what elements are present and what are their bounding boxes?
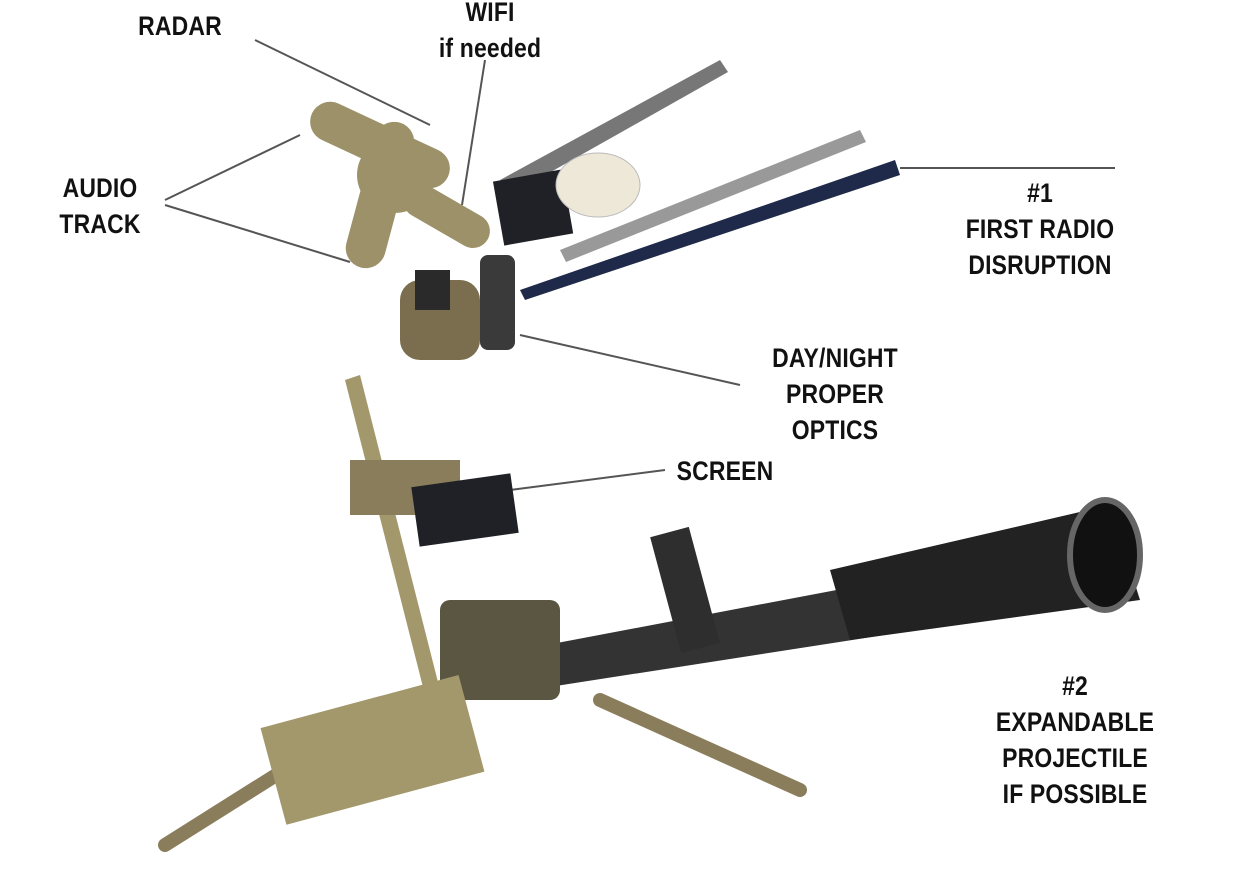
tripod xyxy=(158,693,807,852)
label-audio-track: AUDIO TRACK xyxy=(53,170,147,242)
optics-line3: OPTICS xyxy=(791,415,879,445)
optics-head xyxy=(400,255,515,360)
projectile-number: #2 xyxy=(1062,671,1088,701)
label-projectile: #2 EXPANDABLE PROJECTILE IF POSSIBLE xyxy=(982,668,1169,812)
label-radio-disruption: #1 FIRST RADIO DISRUPTION xyxy=(955,175,1125,283)
wifi-text: WIFI xyxy=(465,0,515,27)
screen-text: SCREEN xyxy=(676,456,774,486)
audio-leader-2 xyxy=(164,204,351,263)
audio-text: AUDIO xyxy=(62,173,138,203)
radio-text: FIRST RADIO xyxy=(965,214,1115,244)
screen-leader xyxy=(509,469,666,491)
ammo-box xyxy=(260,675,485,825)
wifi-leader xyxy=(461,59,486,206)
radar-audio-sensor xyxy=(310,101,490,269)
projectile-line2: EXPANDABLE xyxy=(995,707,1155,737)
label-optics: DAY/NIGHT PROPER OPTICS xyxy=(754,340,916,448)
radio-number: #1 xyxy=(1027,178,1053,208)
radar-text: RADAR xyxy=(138,11,222,41)
projectile-line4: IF POSSIBLE xyxy=(1002,779,1148,809)
label-radar: RADAR xyxy=(138,8,223,44)
disruption-text: DISRUPTION xyxy=(968,250,1112,280)
optics-line2: PROPER xyxy=(786,379,884,409)
wifi-subtext: if needed xyxy=(438,33,542,63)
track-text: TRACK xyxy=(59,209,141,239)
gun xyxy=(440,497,1143,700)
label-screen: SCREEN xyxy=(670,453,781,489)
label-wifi: WIFI if needed xyxy=(422,0,558,66)
optics-line1: DAY/NIGHT xyxy=(772,343,898,373)
radio-antennas xyxy=(492,60,900,300)
audio-leader-1 xyxy=(164,134,301,201)
radar-leader xyxy=(254,39,431,126)
screen-device xyxy=(411,473,519,547)
leader-lines xyxy=(164,39,1115,491)
optics-leader xyxy=(519,334,741,386)
projectile-line3: PROJECTILE xyxy=(1002,743,1148,773)
